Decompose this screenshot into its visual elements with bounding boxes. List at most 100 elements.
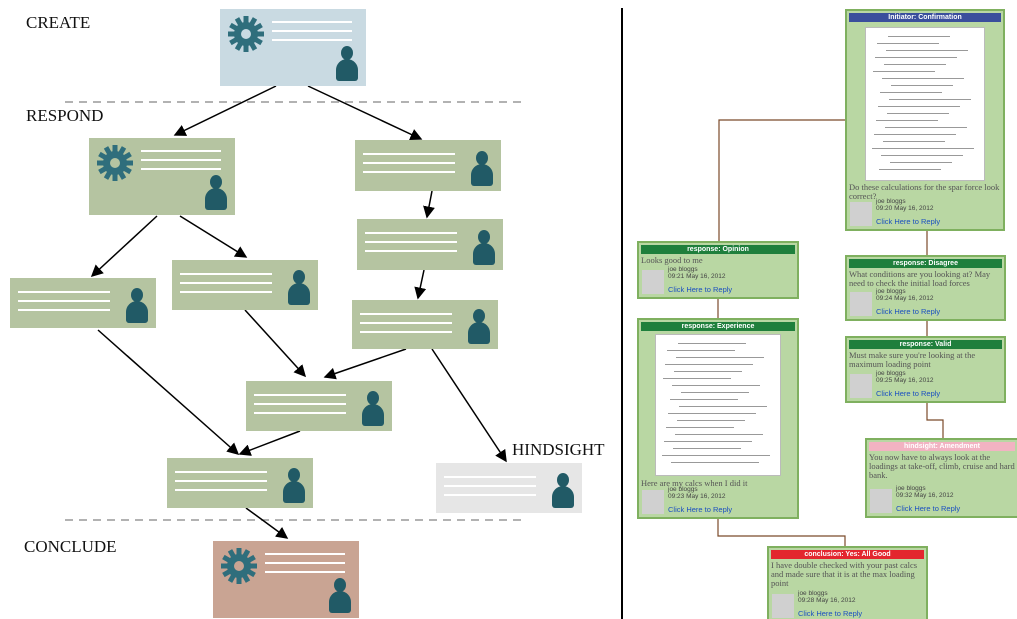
card-message: Looks good to me <box>641 255 703 265</box>
reply-link[interactable]: Click Here to Reply <box>668 505 733 514</box>
card-header: conclusion: Yes: All Good <box>771 550 924 559</box>
user-avatar <box>850 292 872 316</box>
text-line <box>360 313 452 315</box>
text-line <box>444 494 536 496</box>
text-line <box>365 241 457 243</box>
gear-icon <box>228 16 264 52</box>
user-avatar <box>850 202 872 226</box>
node-hindsight <box>436 463 582 513</box>
thread-connectors <box>717 119 944 547</box>
text-line <box>444 476 536 478</box>
thread-card-opinion: response: Opinion Looks good to me joe b… <box>637 241 799 299</box>
card-message: I have double checked with your past cal… <box>771 560 918 588</box>
thread-card-experience: response: Experience Here are my calcs w… <box>637 318 799 519</box>
reply-link[interactable]: Click Here to Reply <box>876 307 941 316</box>
gear-icon <box>221 548 257 584</box>
text-line <box>272 30 352 32</box>
text-line <box>360 322 452 324</box>
reply-link[interactable]: Click Here to Reply <box>876 217 941 226</box>
text-line <box>141 150 221 152</box>
stage-label-conclude: CONCLUDE <box>24 537 117 556</box>
text-line <box>363 171 455 173</box>
person-icon <box>552 473 574 509</box>
thread-card-hindsight: hindsight: Amendment You now have to alw… <box>865 438 1017 518</box>
calculation-image <box>865 27 985 181</box>
text-line <box>363 162 455 164</box>
text-line <box>175 489 267 491</box>
text-line <box>175 480 267 482</box>
text-line <box>18 291 110 293</box>
card-header: response: Valid <box>849 340 1002 349</box>
reply-link[interactable]: Click Here to Reply <box>798 609 863 618</box>
node-respond-g <box>167 458 313 508</box>
card-message: Here are my calcs when I did it <box>641 478 748 488</box>
person-icon <box>288 270 310 306</box>
thread-card-initiator: Initiator: Confirmation Do these calcula… <box>845 9 1005 231</box>
person-icon <box>336 46 358 82</box>
diagram-connectors <box>65 85 522 539</box>
reply-link[interactable]: Click Here to Reply <box>896 504 961 513</box>
text-line <box>175 471 267 473</box>
person-icon <box>126 288 148 324</box>
text-line <box>444 485 536 487</box>
user-avatar <box>642 270 664 294</box>
stage-label-hindsight: HINDSIGHT <box>512 440 605 459</box>
node-create <box>220 9 366 86</box>
node-conclude <box>213 541 359 618</box>
person-icon <box>471 151 493 187</box>
text-line <box>272 21 352 23</box>
text-line <box>18 300 110 302</box>
node-respond-main <box>89 138 235 215</box>
text-line <box>254 394 346 396</box>
panel-divider <box>621 8 623 619</box>
card-header: response: Disagree <box>849 259 1002 268</box>
card-header: response: Opinion <box>641 245 795 254</box>
thread-card-valid: response: Valid Must make sure you're lo… <box>845 336 1006 403</box>
user-avatar <box>850 374 872 398</box>
thread-card-conclusion: conclusion: Yes: All Good I have double … <box>767 546 928 619</box>
card-message: You now have to always look at the loadi… <box>869 452 1015 480</box>
reply-link[interactable]: Click Here to Reply <box>668 285 733 294</box>
text-line <box>180 282 272 284</box>
thread-card-disagree: response: Disagree What conditions are y… <box>845 255 1006 321</box>
person-icon <box>329 578 351 614</box>
person-icon <box>362 391 384 427</box>
text-line <box>272 39 352 41</box>
text-line <box>141 159 221 161</box>
stage-label-create: CREATE <box>26 13 91 32</box>
person-icon <box>473 230 495 266</box>
text-line <box>18 309 110 311</box>
calculation-image <box>655 334 781 476</box>
text-line <box>141 168 221 170</box>
text-line <box>254 412 346 414</box>
reply-link[interactable]: Click Here to Reply <box>876 389 941 398</box>
node-respond-b <box>357 219 503 270</box>
user-avatar <box>870 489 892 513</box>
text-line <box>265 571 345 573</box>
card-header: hindsight: Amendment <box>869 442 1015 451</box>
person-icon <box>205 175 227 211</box>
text-line <box>360 331 452 333</box>
person-icon <box>283 468 305 504</box>
gear-icon <box>97 145 133 181</box>
card-message: Must make sure you're looking at the max… <box>849 350 976 369</box>
text-line <box>265 553 345 555</box>
text-line <box>180 273 272 275</box>
text-line <box>254 403 346 405</box>
text-line <box>363 153 455 155</box>
text-line <box>365 232 457 234</box>
node-respond-f <box>246 381 392 431</box>
card-header: Initiator: Confirmation <box>849 13 1001 22</box>
text-line <box>265 562 345 564</box>
node-respond-e <box>352 300 498 349</box>
